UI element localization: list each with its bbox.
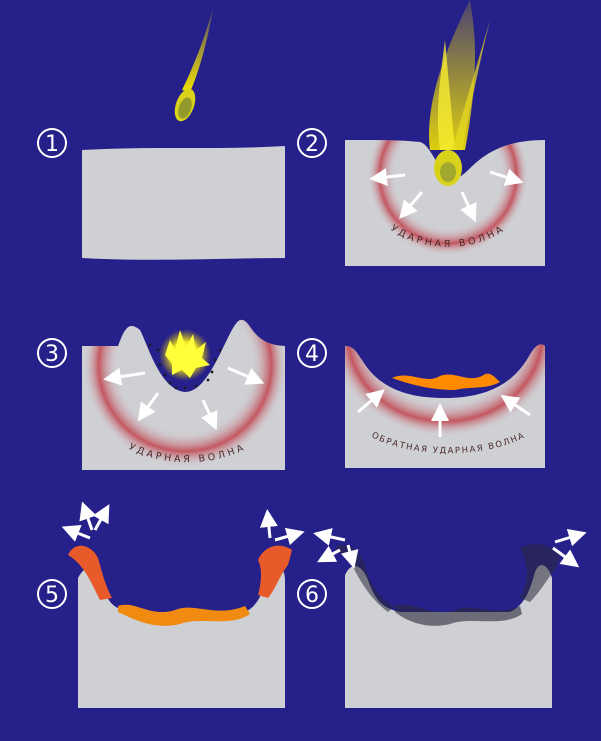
panel-6-number: 6 [305, 583, 319, 608]
panel-3-number: 3 [45, 342, 59, 367]
panel-2: 2 УДАРНАЯ ВОЛНА [298, 0, 545, 270]
panel-1-number: 1 [45, 132, 59, 157]
panel-5-number: 5 [45, 583, 59, 608]
panel-2-number: 2 [305, 132, 319, 157]
panel-6: 6 [298, 535, 578, 708]
panel-1-block [82, 146, 285, 260]
panel-2-meteor [429, 0, 490, 186]
panel-5: 5 [38, 510, 296, 708]
panel-4-number: 4 [305, 342, 319, 367]
panel-6-block [345, 565, 552, 708]
meteor [171, 8, 213, 124]
panel-5-block [78, 567, 285, 708]
panel-4-fire-layer [392, 374, 500, 390]
panel-5-arrows [70, 510, 296, 540]
panel-1: 1 [38, 8, 285, 260]
panel-3: 3 УДАРНАЯ ВОЛНА [38, 245, 305, 485]
